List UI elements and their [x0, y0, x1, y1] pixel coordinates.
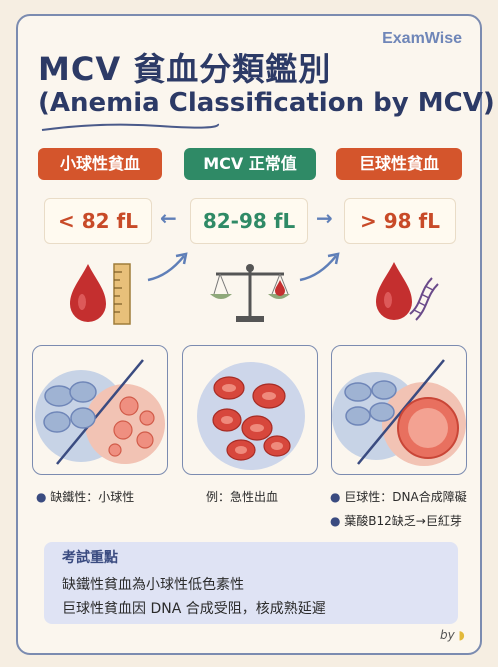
key-points-title: 考試重點 [62, 550, 118, 566]
macrocytic-cell-panel [331, 345, 467, 475]
normal-cell-panel [182, 345, 318, 475]
value-macrocytic: > 98 fL [344, 198, 456, 244]
banana-icon: ◗ [458, 628, 465, 642]
left-arrow-icon: ← [160, 206, 177, 230]
category-label-microcytic: 小球性貧血 [38, 148, 162, 180]
balance-scale-icon [210, 264, 290, 322]
right-arrow-icon: → [316, 206, 333, 230]
value-microcytic: < 82 fL [44, 198, 152, 244]
category-label-macrocytic: 巨球性貧血 [336, 148, 462, 180]
curved-arrow-left-icon [147, 252, 188, 282]
curved-arrow-right-icon [299, 252, 340, 282]
category-label-normal: MCV 正常值 [184, 148, 316, 180]
value-normal: 82-98 fL [190, 198, 308, 244]
key-points-box [44, 542, 458, 624]
page-subtitle: (Anemia Classification by MCV) [38, 88, 495, 118]
microcytic-cell-panel [32, 345, 168, 475]
bullet-dot-icon: ● [330, 514, 345, 528]
blood-drop-ruler-icon [70, 263, 131, 325]
title-underline-decoration [41, 123, 220, 131]
brand-logo-text: ExamWise [382, 30, 462, 47]
bullet-dot-icon: ● [36, 490, 51, 504]
caption-normal: 例：急性出血 [206, 490, 279, 504]
blood-drop-dna-icon [376, 262, 439, 321]
page-title: MCV 貧血分類鑑別 [38, 50, 332, 88]
caption-microcytic: ● 缺鐵性：小球性 [36, 490, 135, 504]
key-point-1: 缺鐵性貧血為小球性低色素性 [62, 577, 244, 593]
bullet-dot-icon: ● [330, 490, 345, 504]
caption-macrocytic-2: ● 葉酸B12缺乏→巨紅芽 [330, 514, 462, 528]
footer-by: by ◗ [440, 628, 465, 642]
caption-macrocytic: ● 巨球性：DNA合成障礙 [330, 490, 467, 504]
key-point-2: 巨球性貧血因 DNA 合成受阻，核成熟延遲 [62, 601, 326, 617]
